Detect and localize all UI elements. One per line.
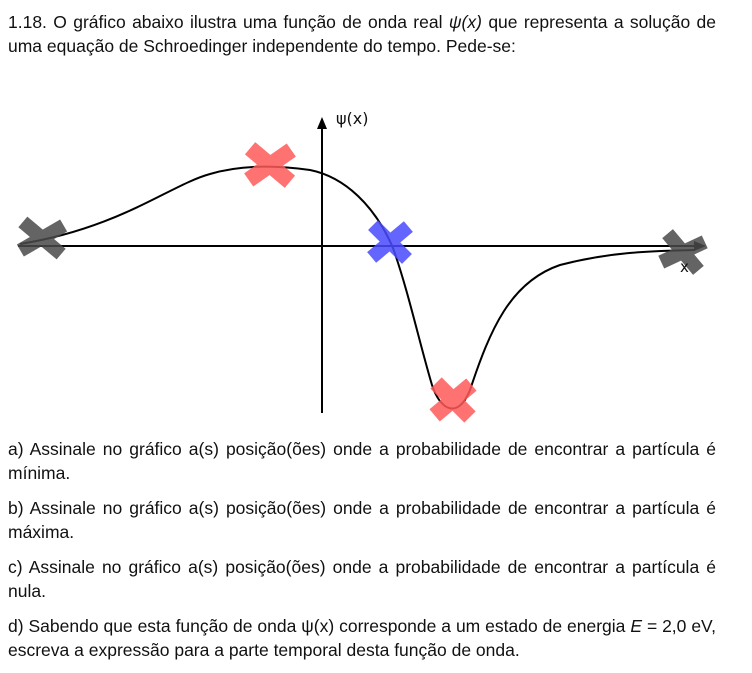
question-d-text-end: = 2,0 eV, escreva a expressão para a par… (8, 616, 716, 660)
question-d: d) Sabendo que esta função de onda ψ(x) … (8, 614, 716, 662)
question-d-text: d) Sabendo que esta função de onda (8, 616, 297, 636)
wavefunction-curve (19, 165, 696, 410)
question-b: b) Assinale no gráfico a(s) posição(ões)… (8, 498, 716, 542)
y-axis-arrow (317, 117, 327, 129)
psi-symbol: ψ(x) (301, 616, 335, 636)
x-axis-label: x (680, 258, 689, 276)
energy-variable: E (630, 616, 643, 636)
problem-number: 1.18. (8, 12, 47, 32)
intro-text: O gráfico abaixo ilustra uma função de o… (53, 12, 443, 32)
psi-symbol: ψ(x) (448, 12, 482, 32)
zero-crossing-mark (367, 220, 413, 264)
y-axis-label: ψ(x) (336, 109, 369, 128)
problem-statement: 1.18. O gráfico abaixo ilustra uma funçã… (8, 10, 716, 58)
question-a: a) Assinale no gráfico a(s) posição(ões)… (8, 439, 716, 483)
intro-text-continued: que representa a solução de uma equação … (8, 12, 717, 56)
right-tail-mark (658, 229, 708, 275)
left-tail-mark (16, 216, 68, 260)
question-c: c) Assinale no gráfico a(s) posição(ões)… (8, 557, 716, 601)
question-d-text-middle: corresponde a um estado de energia (339, 616, 626, 636)
maximum-mark (244, 142, 296, 188)
minimum-mark (429, 377, 477, 423)
wavefunction-graph: ψ(x) x (16, 109, 708, 423)
